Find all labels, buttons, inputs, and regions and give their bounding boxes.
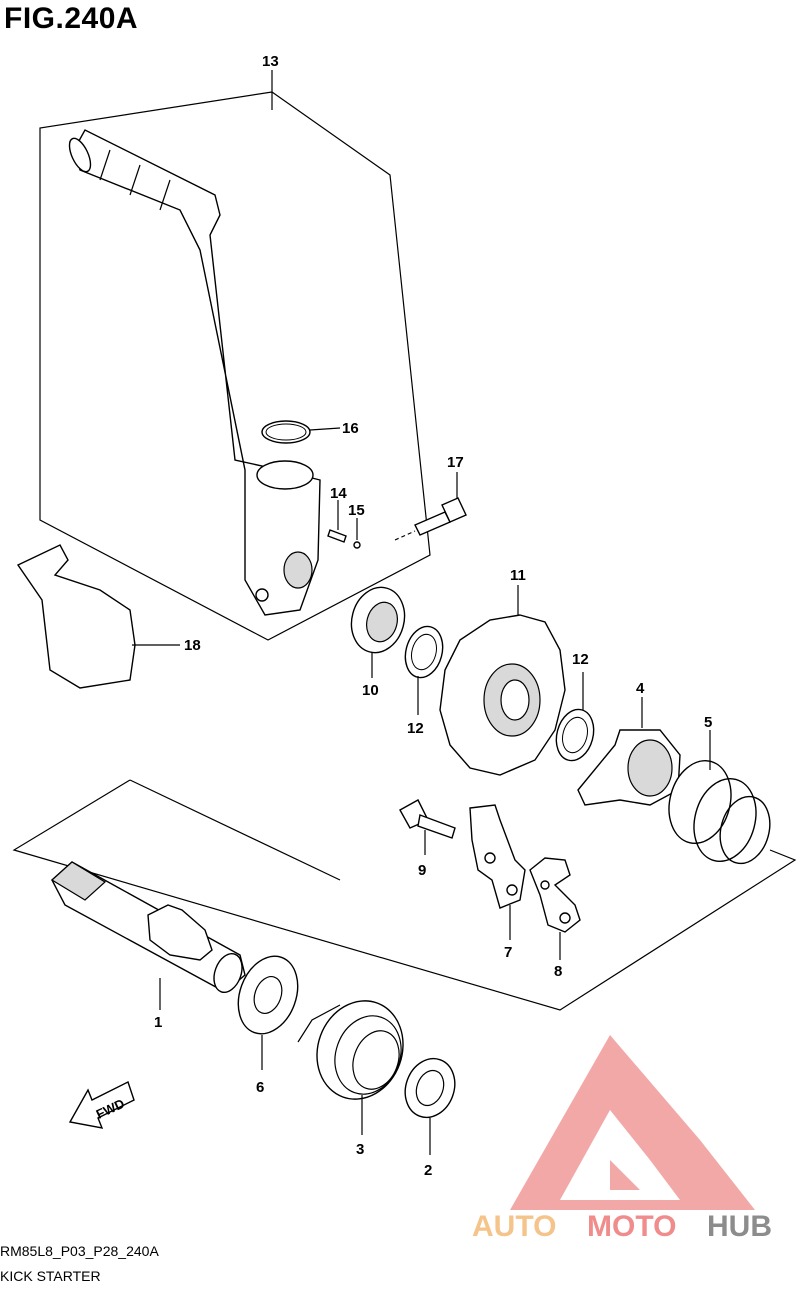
- washer-12-right: [555, 708, 595, 762]
- logo-text-auto: AUTO: [472, 1210, 556, 1243]
- callout-7: 7: [504, 944, 512, 961]
- ratchet-spring: [668, 759, 771, 865]
- automotohub-logo: [510, 1035, 755, 1210]
- callout-12-right: 12: [572, 651, 589, 668]
- callout-17: 17: [447, 454, 464, 471]
- washer-6: [237, 955, 299, 1035]
- callout-15: 15: [348, 502, 365, 519]
- callout-4: 4: [636, 680, 645, 697]
- callout-3: 3: [356, 1141, 364, 1158]
- kick-spring: [297, 1000, 404, 1100]
- spring-pin: [327, 529, 347, 543]
- kick-gear: [439, 614, 566, 776]
- callout-13: 13: [262, 53, 279, 70]
- callout-5: 5: [704, 714, 712, 731]
- shaft-group-frame: [12, 779, 797, 1011]
- callout-8: 8: [554, 963, 562, 980]
- kick-shaft: [50, 861, 246, 994]
- callout-2: 2: [424, 1162, 432, 1179]
- kick-lever-frame: [39, 91, 431, 641]
- oil-seal: [350, 586, 406, 654]
- kick-lever: [68, 129, 321, 616]
- callout-14: 14: [330, 485, 347, 502]
- callout-6: 6: [256, 1079, 264, 1096]
- bolt-17: [394, 497, 467, 541]
- fwd-arrow: FWD: [68, 1081, 135, 1129]
- washer-12-left: [404, 625, 444, 679]
- guide-plate: [469, 804, 526, 909]
- boot-cover: [16, 544, 136, 689]
- diagram-code: RM85L8_P03_P28_240A: [0, 1243, 159, 1259]
- ratchet: [577, 729, 681, 806]
- figure-title: FIG.240A: [4, 2, 139, 35]
- logo-text-moto: MOTO: [587, 1210, 676, 1243]
- section-title: KICK STARTER: [0, 1268, 101, 1284]
- bolt-9: [399, 799, 456, 839]
- callout-1: 1: [154, 1014, 162, 1031]
- ball: [353, 541, 361, 549]
- circlip: [261, 420, 311, 444]
- callout-11: 11: [510, 567, 526, 584]
- callout-10: 10: [362, 682, 379, 699]
- shaft-circlip: [404, 1057, 456, 1119]
- callout-12-left: 12: [407, 720, 424, 737]
- callout-16: 16: [342, 420, 359, 437]
- callout-9: 9: [418, 862, 426, 879]
- callout-18: 18: [184, 637, 201, 654]
- stopper-plate: [529, 857, 581, 933]
- logo-text-hub: HUB: [707, 1210, 772, 1243]
